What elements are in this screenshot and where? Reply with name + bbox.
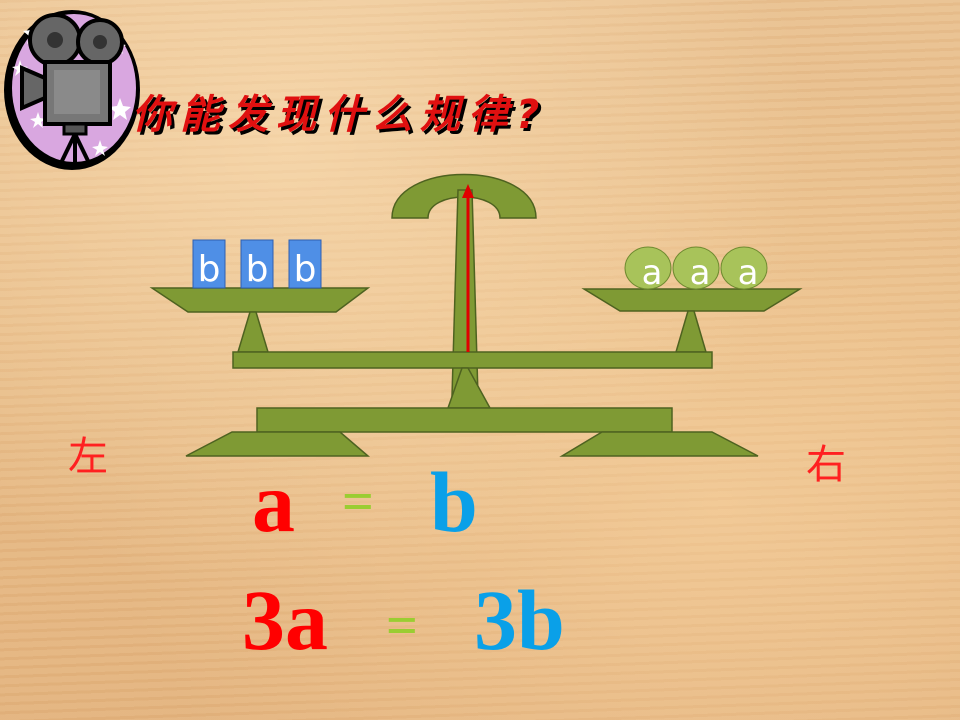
ball-a-label: a <box>690 253 711 293</box>
right-pan-support <box>674 310 708 353</box>
right-foot <box>559 431 759 457</box>
right-balls: a a a <box>624 246 768 293</box>
block-b <box>192 239 226 289</box>
scale-base <box>256 407 673 433</box>
left-pan <box>149 287 371 313</box>
ball-a-label: a <box>738 253 759 293</box>
block-b-label: b <box>294 249 317 290</box>
equation1-right: b <box>430 454 478 550</box>
equation1-left: a <box>252 454 295 550</box>
ball-a <box>720 246 768 290</box>
scale-beam <box>232 351 713 369</box>
left-blocks: b b b <box>192 239 322 290</box>
right-side-label: 右 <box>806 442 846 488</box>
block-b <box>288 239 322 289</box>
left-pan-support <box>236 311 270 353</box>
left-side-label: 左 <box>68 434 108 480</box>
right-pan <box>581 288 803 312</box>
equation2-left: 3a <box>242 572 328 668</box>
film-camera-icon <box>4 10 140 170</box>
equation2-sign: = <box>386 595 418 657</box>
page-title: 你能发现什么规律? <box>132 92 548 138</box>
ball-a-label: a <box>642 253 663 293</box>
left-foot <box>185 431 371 457</box>
equation1-sign: = <box>342 471 374 533</box>
equation2-right: 3b <box>474 572 565 668</box>
ball-a <box>672 246 720 290</box>
ball-a <box>624 246 672 290</box>
block-b-label: b <box>246 249 269 290</box>
block-b-label: b <box>198 249 221 290</box>
block-b <box>240 239 274 289</box>
